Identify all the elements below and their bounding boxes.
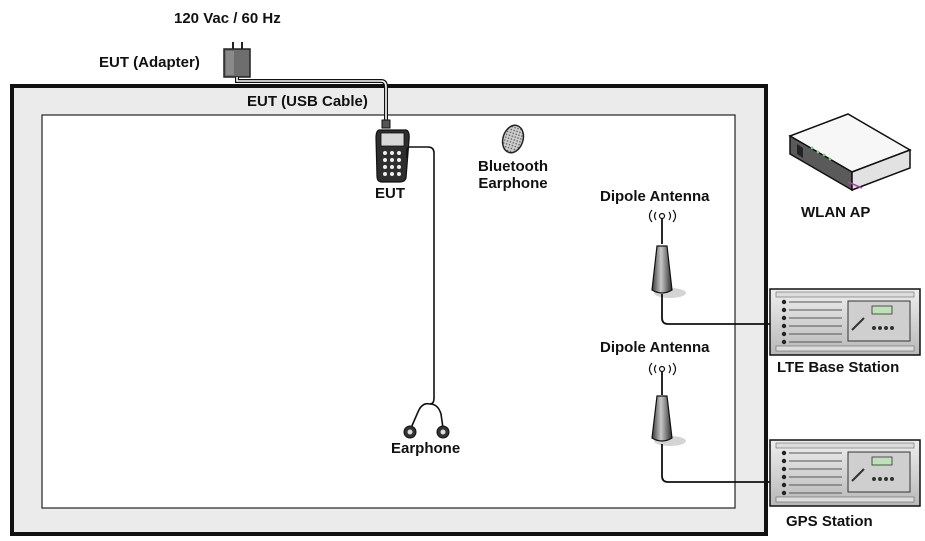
earphone-label: Earphone <box>391 440 461 457</box>
lte-cable <box>661 294 785 325</box>
gps-station-icon <box>769 439 921 507</box>
dipole-antenna-top-label: Dipole Antenna <box>600 188 710 205</box>
lte-base-station-label: LTE Base Station <box>777 359 900 376</box>
earbud-left-icon <box>403 425 417 439</box>
earphone-cable <box>406 146 435 405</box>
earbud-right-icon <box>436 425 450 439</box>
phone-icon <box>375 119 410 183</box>
bluetooth-earphone-label: Bluetooth Earphone <box>465 158 561 193</box>
wlan-router-icon <box>788 113 912 192</box>
usb-cable-label: EUT (USB Cable) <box>247 93 368 110</box>
dipole-antenna-bottom-icon <box>648 362 686 446</box>
bluetooth-line1: Bluetooth <box>478 158 548 175</box>
eut-label: EUT <box>375 185 405 202</box>
dipole-antenna-top-icon <box>648 209 686 298</box>
adapter-icon <box>223 42 251 78</box>
power-label: 120 Vac / 60 Hz <box>174 10 281 27</box>
wlan-ap-label: WLAN AP <box>801 204 871 221</box>
adapter-label: EUT (Adapter) <box>99 54 200 71</box>
bluetooth-earphone-icon <box>501 124 525 154</box>
dipole-antenna-bottom-label: Dipole Antenna <box>600 339 710 356</box>
lte-base-station-icon <box>769 288 921 356</box>
bluetooth-line2: Earphone <box>478 174 548 192</box>
gps-cable <box>661 444 785 483</box>
gps-station-label: GPS Station <box>786 513 873 530</box>
